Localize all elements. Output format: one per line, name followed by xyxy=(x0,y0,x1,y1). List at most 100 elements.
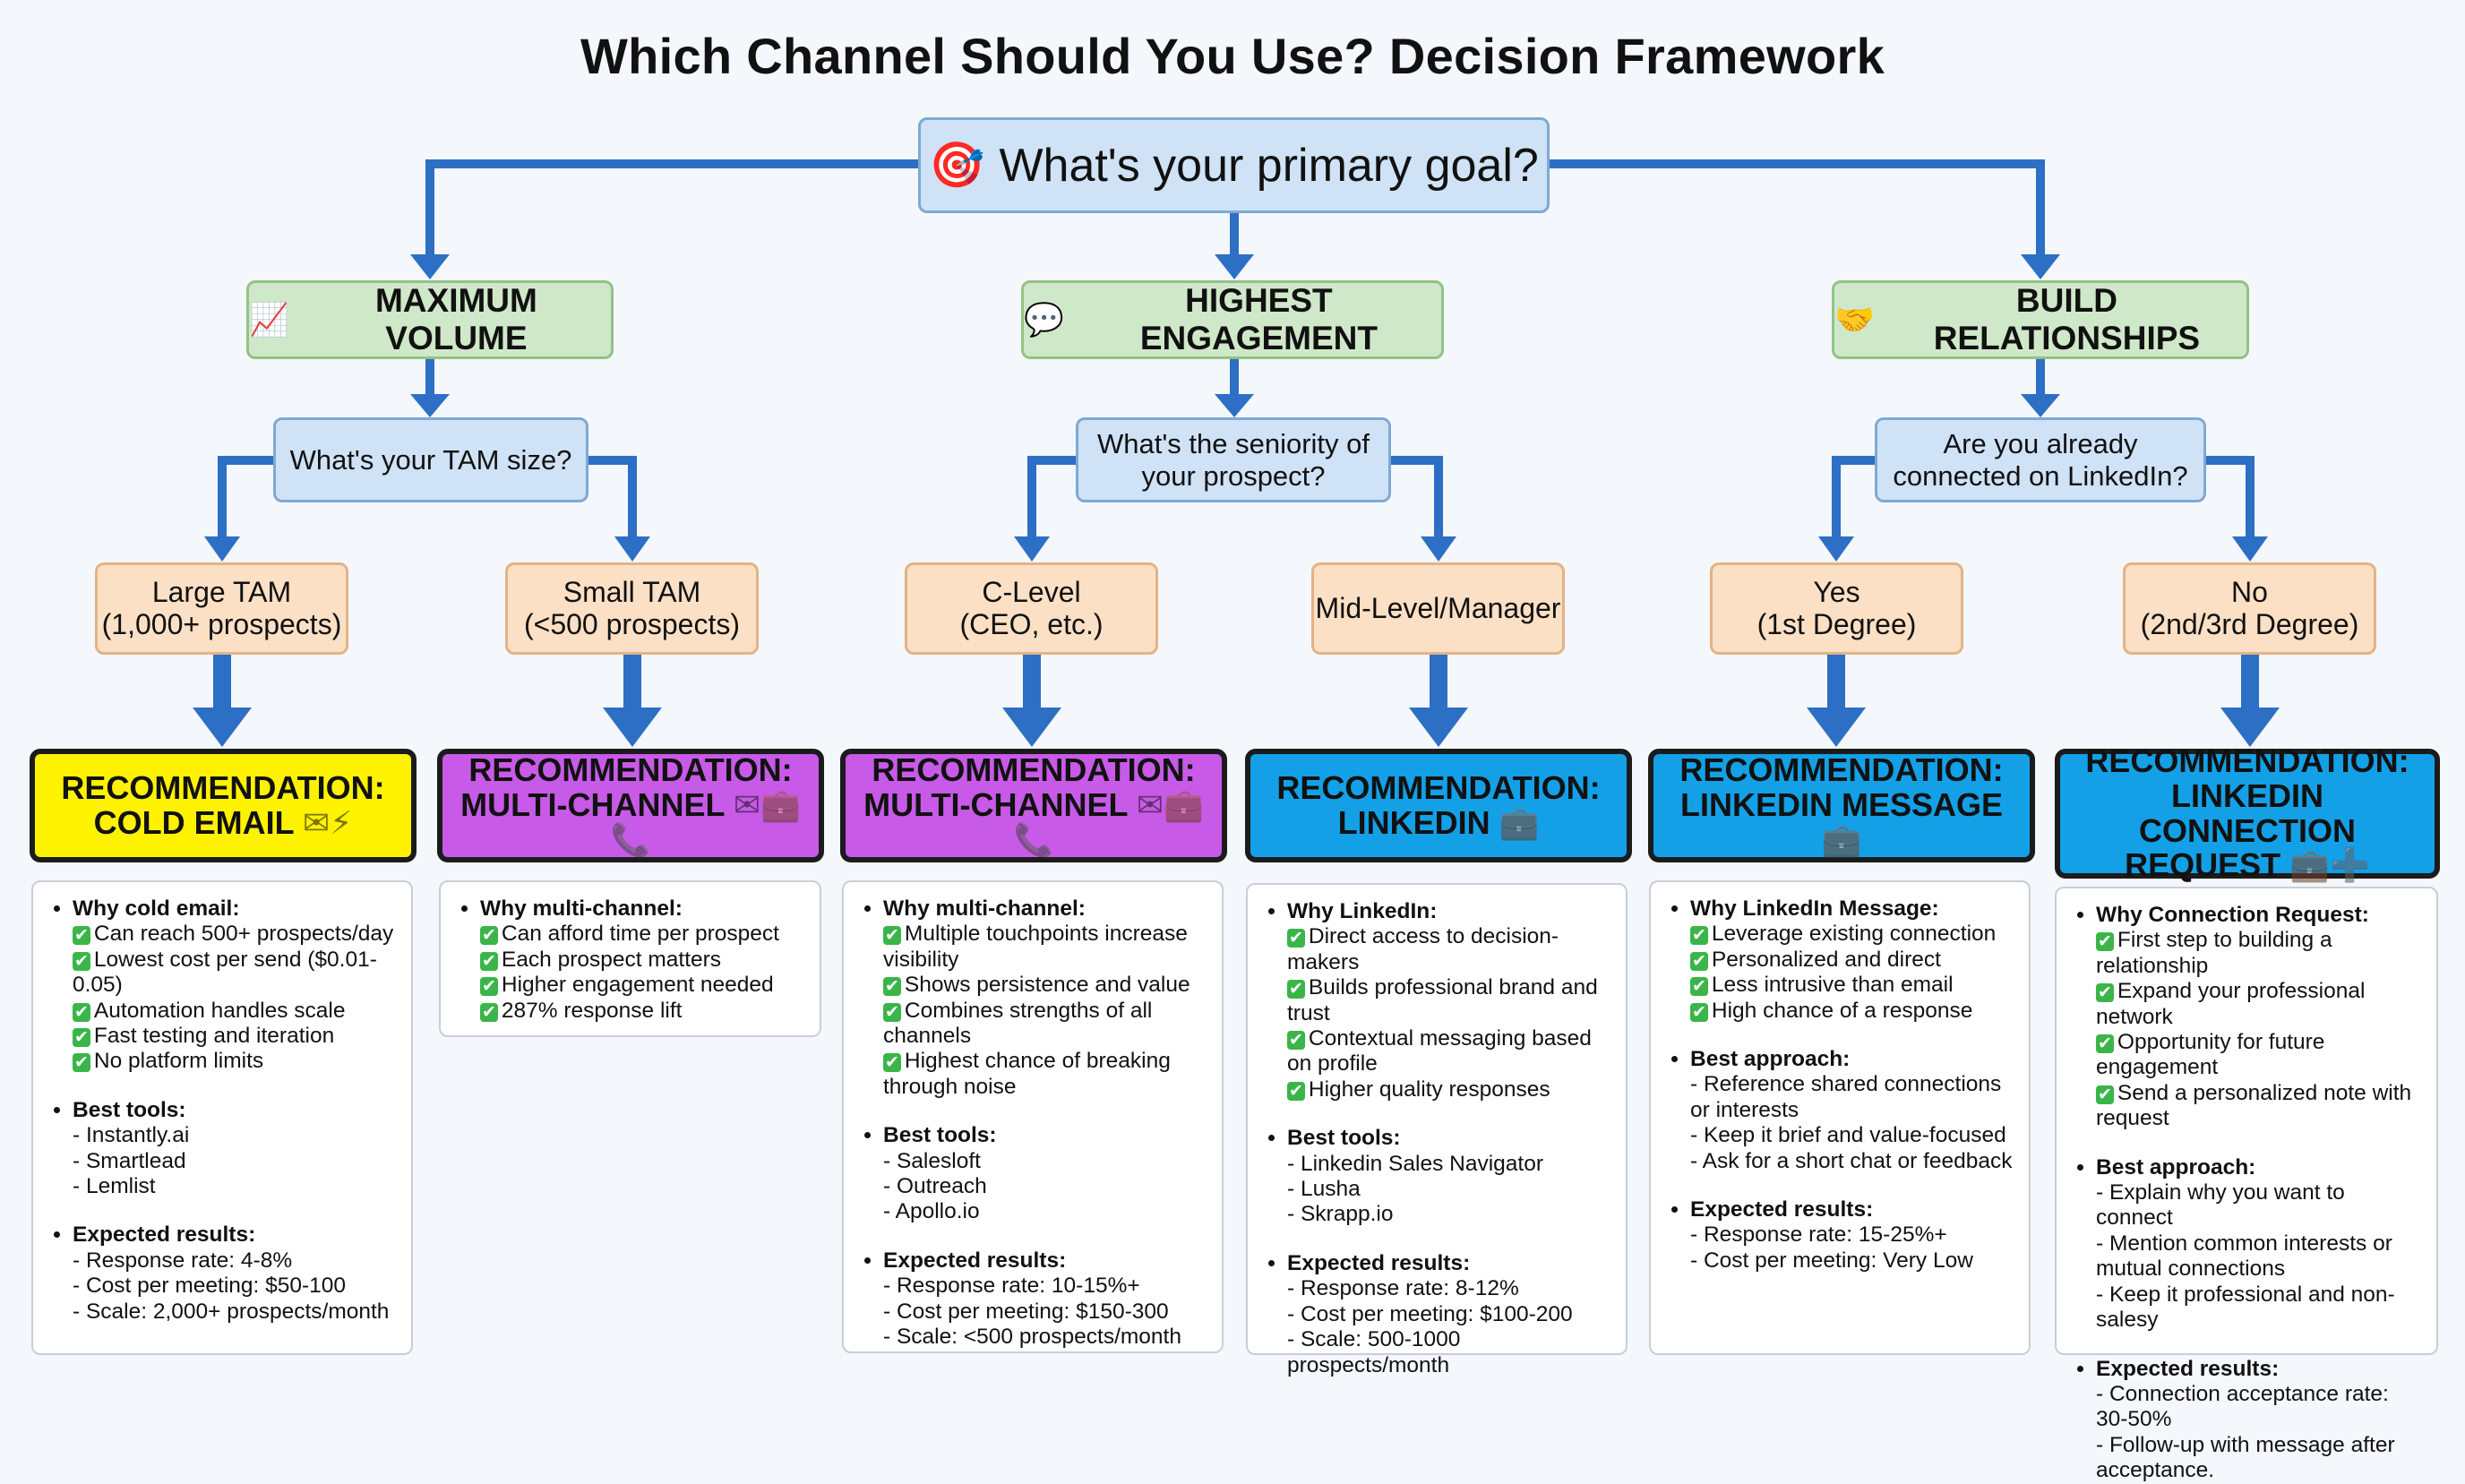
handshake-icon: 🤝 xyxy=(1834,301,1875,338)
root-question-label: What's your primary goal? xyxy=(999,139,1539,192)
recommendation-linkedin-message: RECOMMENDATION: LINKEDIN MESSAGE 💼 xyxy=(1648,749,2035,862)
benefit-item: ✔Shows persistence and value xyxy=(883,973,1207,998)
section-heading: Why Connection Request: xyxy=(2096,903,2369,927)
briefcase-icon: 💼 xyxy=(1821,820,1862,858)
question-label: What's your TAM size? xyxy=(289,443,572,476)
list-item: - Response rate: 15-25%+ xyxy=(1690,1222,1947,1248)
recommendation-multi-channel-small-tam: RECOMMENDATION: MULTI-CHANNEL ✉💼📞 xyxy=(437,749,824,862)
arrowhead xyxy=(1421,536,1456,562)
connector-question-answer-5 xyxy=(2206,456,2255,539)
recommendation-channel: COLD EMAIL xyxy=(93,803,294,841)
arrowhead xyxy=(1215,394,1254,417)
check-icon: ✔ xyxy=(1287,929,1305,948)
check-icon: ✔ xyxy=(883,1053,901,1073)
section-heading: Best tools: xyxy=(883,1123,997,1148)
email-briefcase-phone-icon: ✉💼📞 xyxy=(610,786,801,858)
connector-question-answer-4 xyxy=(1832,456,1875,539)
recommendation-channel: MULTI-CHANNEL xyxy=(863,786,1128,824)
benefit-text: Automation handles scale xyxy=(93,998,346,1023)
benefit-text: Contextual messaging based on profile xyxy=(1287,1026,1592,1077)
check-icon: ✔ xyxy=(1690,951,1708,971)
section-heading: Why multi-channel: xyxy=(480,896,683,921)
list-item: - Ask for a short chat or feedback xyxy=(1690,1148,2013,1173)
tools-section: Best approach:- Reference shared connect… xyxy=(1690,1047,2014,1174)
why-section: Why LinkedIn Message:✔Leverage existing … xyxy=(1690,896,2014,1024)
benefit-text: Shows persistence and value xyxy=(904,973,1190,998)
check-icon: ✔ xyxy=(73,951,90,971)
recommendation-multi-channel-c-level: RECOMMENDATION: MULTI-CHANNEL ✉💼📞 xyxy=(840,749,1227,862)
answer-node-mid-level: Mid-Level/Manager xyxy=(1311,562,1565,655)
section-heading: Best tools: xyxy=(1287,1126,1401,1151)
benefit-item: ✔Send a personalized note with request xyxy=(2096,1081,2422,1132)
benefit-item: ✔First step to building a relationship xyxy=(2096,928,2422,979)
list-item: - Cost per meeting: $150-300 xyxy=(883,1299,1169,1324)
benefit-item: ✔High chance of a response xyxy=(1690,999,2014,1024)
arrowhead xyxy=(2220,708,2280,747)
details-card-multi-channel-small-tam: Why multi-channel:✔Can afford time per p… xyxy=(439,880,821,1037)
list-item: - Follow-up with message after acceptanc… xyxy=(2096,1432,2395,1483)
check-icon: ✔ xyxy=(883,977,901,997)
results-section: Expected results:- Response rate: 10-15%… xyxy=(883,1248,1207,1351)
benefit-item: ✔Automation handles scale xyxy=(73,999,397,1024)
answer-line-2: (2nd/3rd Degree) xyxy=(2140,607,2359,640)
section-heading: Best approach: xyxy=(2096,1154,2256,1179)
why-section: Why multi-channel:✔Can afford time per p… xyxy=(480,896,805,1024)
check-icon: ✔ xyxy=(1690,926,1708,946)
root-question-node: 🎯 What's your primary goal? xyxy=(918,117,1550,213)
arrowhead xyxy=(1002,708,1061,747)
check-icon: ✔ xyxy=(1287,1031,1305,1051)
answer-line-1: Large TAM xyxy=(151,575,292,608)
list-item: - Response rate: 10-15%+ xyxy=(883,1274,1140,1299)
benefit-text: Combines strengths of all channels xyxy=(883,998,1153,1049)
benefit-item: ✔Each prospect matters xyxy=(480,948,805,973)
benefit-item: ✔Opportunity for future engagement xyxy=(2096,1030,2422,1081)
answer-line-2: (CEO, etc.) xyxy=(959,607,1104,640)
benefit-text: Higher quality responses xyxy=(1308,1077,1550,1102)
check-icon: ✔ xyxy=(883,1002,901,1022)
details-card-linkedin-message: Why LinkedIn Message:✔Leverage existing … xyxy=(1649,880,2031,1355)
arrowhead xyxy=(603,708,662,747)
recommendation-heading: RECOMMENDATION: xyxy=(468,751,793,789)
list-item: - Connection acceptance rate: 30-50% xyxy=(2096,1381,2389,1432)
benefit-item: ✔Fast testing and iteration xyxy=(73,1024,397,1049)
goal-label: HIGHEST ENGAGEMENT xyxy=(1139,282,1378,356)
email-briefcase-phone-icon: ✉💼📞 xyxy=(1013,786,1204,858)
benefit-item: ✔Combines strengths of all channels xyxy=(883,999,1207,1050)
recommendation-heading: RECOMMENDATION: xyxy=(1276,768,1601,806)
why-section: Why LinkedIn:✔Direct access to decision-… xyxy=(1287,899,1611,1102)
arrowhead xyxy=(1409,708,1468,747)
benefit-item: ✔Contextual messaging based on profile xyxy=(1287,1026,1611,1077)
benefit-item: ✔287% response lift xyxy=(480,999,805,1024)
goal-node-maximum-volume: 📈 MAXIMUM VOLUME xyxy=(246,280,614,359)
section-heading: Expected results: xyxy=(2096,1356,2280,1381)
benefit-text: High chance of a response xyxy=(1711,998,1973,1023)
goal-node-build-relationships: 🤝 BUILD RELATIONSHIPS xyxy=(1832,280,2249,359)
why-section: Why multi-channel:✔Multiple touchpoints … xyxy=(883,896,1207,1100)
connector-question-answer-3 xyxy=(1391,456,1443,539)
details-card-linkedin: Why LinkedIn:✔Direct access to decision-… xyxy=(1246,883,1628,1377)
answer-node-large-tam: Large TAM(1,000+ prospects) xyxy=(95,562,348,655)
arrowhead xyxy=(1014,536,1050,562)
briefcase-icon: 💼 xyxy=(1499,803,1540,841)
section-heading: Why cold email: xyxy=(73,896,240,921)
arrowhead xyxy=(2232,536,2268,562)
benefit-item: ✔Higher engagement needed xyxy=(480,973,805,998)
benefit-text: Can reach 500+ prospects/day xyxy=(93,922,394,947)
tools-section: Best tools:- Salesloft- Outreach- Apollo… xyxy=(883,1123,1207,1225)
list-item: - Apollo.io xyxy=(883,1199,980,1224)
recommendation-cold-email: RECOMMENDATION: COLD EMAIL ✉⚡ xyxy=(30,749,417,862)
benefit-text: Highest chance of breaking through noise xyxy=(883,1049,1171,1099)
answer-line-1: Yes xyxy=(1813,575,1860,608)
benefit-item: ✔Expand your professional network xyxy=(2096,979,2422,1030)
tools-section: Best tools:- Linkedin Sales Navigator- L… xyxy=(1287,1126,1611,1228)
answer-line-1: No xyxy=(2231,575,2268,608)
question-node-linkedin-connected: Are you already connected on LinkedIn? xyxy=(1875,417,2206,502)
details-card-cold-email: Why cold email:✔Can reach 500+ prospects… xyxy=(31,880,413,1355)
arrowhead xyxy=(410,394,450,417)
tools-section: Best tools:- Instantly.ai- Smartlead- Le… xyxy=(73,1098,397,1200)
speech-bubble-icon: 💬 xyxy=(1024,301,1064,338)
check-icon: ✔ xyxy=(73,1053,90,1073)
list-item: - Response rate: 4-8% xyxy=(73,1248,293,1273)
list-item: - Smartlead xyxy=(73,1148,186,1173)
benefit-text: Personalized and direct xyxy=(1711,947,1941,972)
